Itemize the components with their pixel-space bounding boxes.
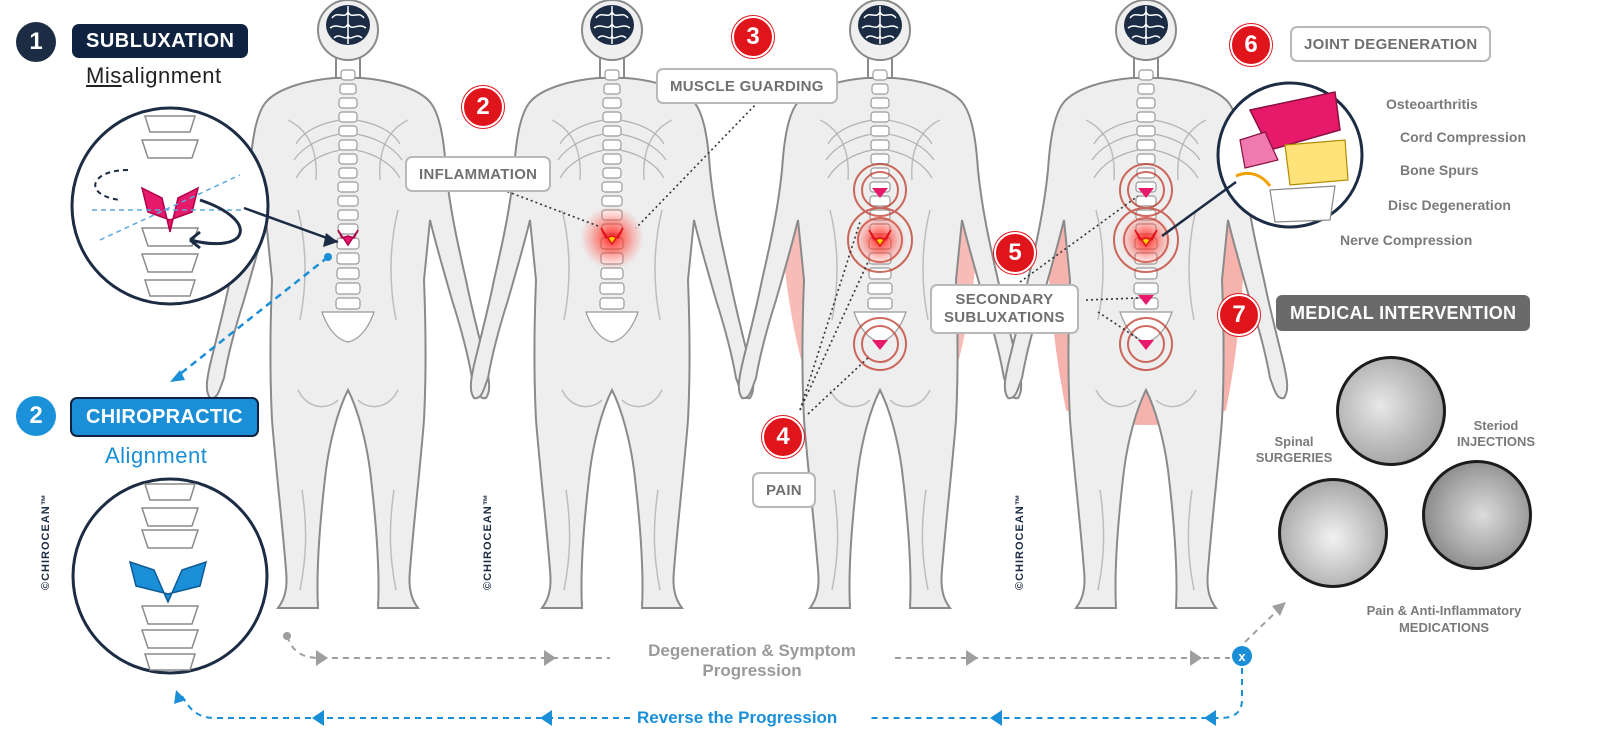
degeneration-line2: Progression (702, 661, 802, 680)
medications-label: Pain & Anti-Inflammatory MEDICATIONS (1334, 602, 1554, 636)
surgeries-line1: Spinal (1274, 434, 1314, 449)
step-2-number: 2 (16, 396, 56, 436)
figure-2 (469, 0, 755, 609)
zoom-subluxation (70, 106, 270, 306)
degeneration-item: Osteoarthritis (1386, 96, 1478, 112)
stop-marker-icon: x (1232, 646, 1252, 666)
muscle-guarding-label: MUSCLE GUARDING (656, 68, 838, 104)
zoom-joint-degeneration (1216, 81, 1364, 229)
secondary-number: 5 (994, 232, 1036, 274)
figure-1 (205, 0, 491, 609)
medical-intervention-label: MEDICAL INTERVENTION (1276, 295, 1531, 331)
joint-degeneration-label: JOINT DEGENERATION (1290, 26, 1492, 62)
degeneration-item: Cord Compression (1400, 129, 1527, 145)
zoom-chiropractic (71, 477, 269, 675)
medication-photo (1278, 478, 1388, 588)
injections-line1: Steriod (1473, 418, 1519, 433)
inflammation-number: 2 (462, 86, 504, 128)
progression-arrow (286, 607, 1281, 659)
step-1-number: 1 (16, 22, 56, 62)
injections-line2: INJECTIONS (1456, 434, 1535, 449)
alignment-subtitle: Alignment (105, 443, 208, 468)
secondary-label-line1: SECONDARY (955, 291, 1054, 308)
pain-label: PAIN (752, 472, 816, 508)
reverse-progression-label: Reverse the Progression (637, 708, 838, 727)
misalignment-rest: alignment (121, 63, 222, 88)
watermark-3: ©CHIROCEAN™ (1014, 493, 1026, 590)
subluxation-title: SUBLUXATION (72, 24, 249, 58)
surgeries-label: Spinal SURGERIES (1252, 434, 1336, 466)
degeneration-item: Bone Spurs (1400, 162, 1479, 178)
figure-4 (1003, 0, 1289, 609)
misalignment-prefix: Mis (86, 63, 122, 88)
degeneration-item: Disc Degeneration (1388, 197, 1511, 213)
injection-photo (1422, 460, 1532, 570)
watermark-1: ©CHIROCEAN™ (40, 493, 52, 590)
surgeries-line2: SURGERIES (1255, 450, 1333, 465)
secondary-label-line2: SUBLUXATIONS (944, 309, 1065, 326)
secondary-label: SECONDARY SUBLUXATIONS (930, 284, 1079, 334)
misalignment-subtitle: Misalignment (86, 63, 222, 89)
medical-intervention-number: 7 (1218, 294, 1260, 336)
inflammation-label: INFLAMMATION (405, 156, 552, 192)
medications-line2: MEDICATIONS (1398, 620, 1490, 635)
degeneration-progression-label: Degeneration & Symptom Progression (610, 641, 894, 681)
medications-line1: Pain & Anti-Inflammatory (1366, 603, 1522, 618)
joint-degeneration-number: 6 (1230, 24, 1272, 66)
surgery-photo (1336, 356, 1446, 466)
pain-number: 4 (762, 416, 804, 458)
watermark-2: ©CHIROCEAN™ (482, 493, 494, 590)
muscle-guarding-number: 3 (732, 16, 774, 58)
chiropractic-title: CHIROPRACTIC (70, 397, 259, 437)
degeneration-line1: Degeneration & Symptom (648, 641, 856, 660)
injections-label: Steriod INJECTIONS (1444, 418, 1548, 450)
degeneration-item: Nerve Compression (1340, 232, 1473, 248)
